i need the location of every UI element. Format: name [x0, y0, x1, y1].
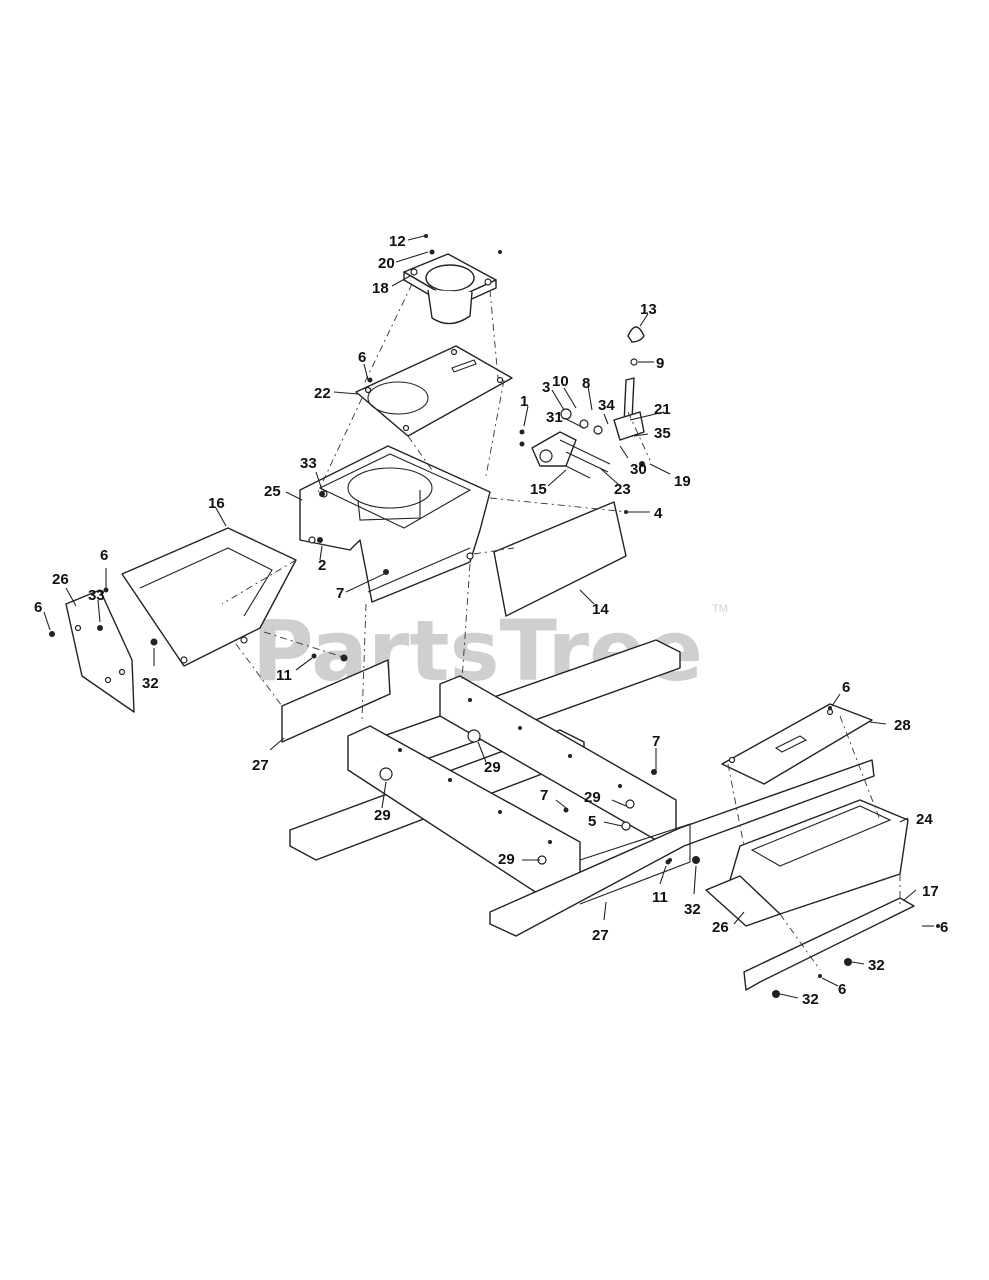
callout-6: 6	[838, 981, 846, 998]
callout-6: 6	[358, 349, 366, 366]
part-16-chute	[121, 527, 297, 667]
callout-6: 6	[940, 919, 948, 936]
callout-16: 16	[208, 495, 225, 512]
callout-24: 24	[916, 811, 933, 828]
part-18-chute-flange	[403, 253, 497, 325]
fasteners	[49, 234, 940, 998]
main-frame	[289, 639, 875, 937]
callout-26: 26	[52, 571, 69, 588]
callout-5: 5	[588, 813, 596, 830]
callout-35: 35	[654, 425, 671, 442]
callout-labels: 12 20 18 6 22 33 25 2 7 16 6 26 33 6 32 …	[34, 233, 948, 1008]
part-22-top-plate	[355, 345, 513, 437]
part-26-side-panel-left	[65, 589, 135, 713]
callout-6: 6	[34, 599, 42, 616]
part-14-side-plate	[493, 501, 627, 617]
callout-4: 4	[654, 505, 663, 522]
callout-14: 14	[592, 601, 609, 618]
callout-34: 34	[598, 397, 615, 414]
callout-11: 11	[276, 667, 292, 684]
leader-lines	[43, 235, 934, 999]
callout-8: 8	[582, 375, 590, 392]
callout-3: 3	[542, 379, 550, 396]
callout-10: 10	[552, 373, 569, 390]
callout-29: 29	[498, 851, 515, 868]
callout-7: 7	[652, 733, 660, 750]
callout-32: 32	[142, 675, 159, 692]
part-25-housing	[299, 445, 491, 603]
callout-7: 7	[336, 585, 344, 602]
callout-9: 9	[656, 355, 664, 372]
callout-31: 31	[546, 409, 563, 426]
callout-29: 29	[374, 807, 391, 824]
callout-2: 2	[318, 557, 326, 574]
part-27-plate-left	[281, 659, 391, 743]
callout-30: 30	[630, 461, 647, 478]
callout-21: 21	[654, 401, 671, 418]
part-17-bracket	[743, 897, 915, 991]
callout-6: 6	[100, 547, 108, 564]
callout-32: 32	[868, 957, 885, 974]
callout-6: 6	[842, 679, 850, 696]
callout-32: 32	[684, 901, 701, 918]
callout-20: 20	[378, 255, 395, 272]
callout-28: 28	[894, 717, 911, 734]
callout-33: 33	[88, 587, 105, 604]
callout-33: 33	[300, 455, 317, 472]
callout-25: 25	[264, 483, 281, 500]
assembly-lines	[221, 283, 901, 971]
callout-12: 12	[389, 233, 406, 250]
callout-7: 7	[540, 787, 548, 804]
callout-1: 1	[520, 393, 528, 410]
callout-11: 11	[652, 889, 668, 906]
callout-27: 27	[252, 757, 269, 774]
callout-26: 26	[712, 919, 729, 936]
watermark-trademark: TM	[712, 603, 728, 615]
callout-27: 27	[592, 927, 609, 944]
callout-32: 32	[802, 991, 819, 1008]
callout-29: 29	[484, 759, 501, 776]
callout-19: 19	[674, 473, 691, 490]
callout-29: 29	[584, 789, 601, 806]
callout-15: 15	[530, 481, 547, 498]
callout-18: 18	[372, 280, 389, 297]
callout-17: 17	[922, 883, 939, 900]
callout-23: 23	[614, 481, 631, 498]
callout-22: 22	[314, 385, 331, 402]
callout-13: 13	[640, 301, 657, 318]
